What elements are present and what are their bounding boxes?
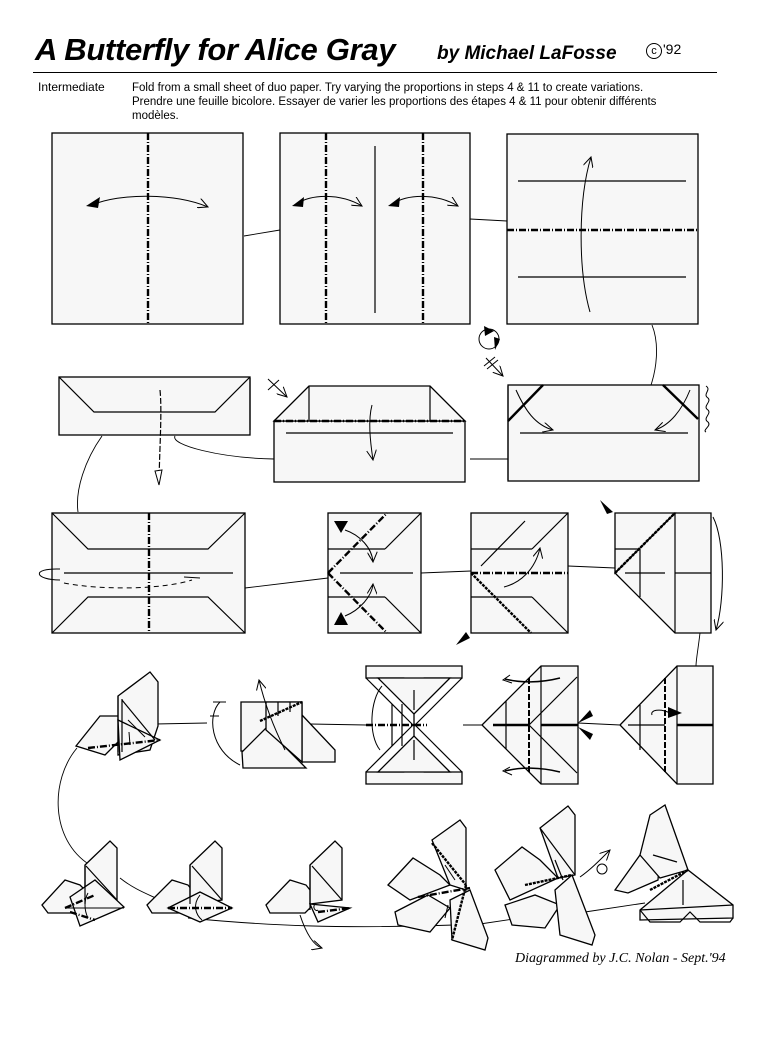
step-8 (327, 512, 422, 634)
step-12 (481, 665, 593, 785)
push-arrow-icon (578, 727, 593, 740)
author-credit: by Michael LaFosse (437, 43, 617, 64)
fold-unfold-arrow-icon (292, 197, 304, 207)
step-9 (456, 512, 569, 645)
step-17 (146, 840, 234, 923)
instructions-line-fr: Prendre une feuille bicolore. Essayer de… (132, 96, 657, 108)
push-arrow-icon (600, 500, 613, 514)
step-21-finished (613, 803, 734, 923)
step-13 (365, 665, 463, 785)
instructions-line-en: Fold from a small sheet of duo paper. Tr… (132, 82, 644, 94)
step-19 (387, 819, 489, 951)
repeat-behind-icon (704, 385, 710, 433)
diagrammer-credit: Diagrammed by J.C. Nolan - Sept.'94 (515, 951, 726, 966)
header-divider (33, 72, 717, 73)
push-arrow-icon (334, 521, 348, 533)
copyright-icon: c (646, 43, 662, 59)
view-eye-arrow-icon (579, 850, 610, 878)
step-15 (74, 671, 162, 762)
rotate-arrow-icon (212, 701, 241, 766)
step-18 (265, 840, 353, 948)
page-title: A Butterfly for Alice Gray (35, 32, 396, 67)
copyright-year: '92 (663, 41, 682, 57)
instructions: Fold from a small sheet of duo paper. Tr… (132, 81, 732, 123)
fold-unfold-arrow-icon (86, 197, 100, 208)
step-5 (267, 378, 467, 483)
fold-unfold-arrow-icon (388, 197, 400, 207)
step-10 (600, 500, 722, 634)
push-arrow-icon (334, 612, 348, 625)
instructions-line-fr-cont: modèles. (132, 110, 179, 122)
step-16 (41, 840, 126, 927)
step-2 (279, 132, 471, 325)
step-11 (619, 665, 714, 785)
step-7 (38, 512, 246, 634)
step-4 (58, 376, 251, 486)
copyright-notice: c'92 (646, 41, 681, 59)
step-14 (210, 680, 336, 769)
step-6 (507, 384, 710, 482)
push-arrow-icon (456, 632, 470, 645)
push-arrow-icon (578, 710, 593, 723)
turn-over-arrow-icon (485, 357, 503, 376)
step-1 (51, 132, 244, 325)
step-20 (494, 805, 610, 946)
valley-fold-arrow-icon (267, 378, 287, 397)
rotate-turnover-symbols (478, 326, 503, 376)
difficulty-level: Intermediate (38, 80, 105, 94)
step-3 (506, 133, 699, 325)
